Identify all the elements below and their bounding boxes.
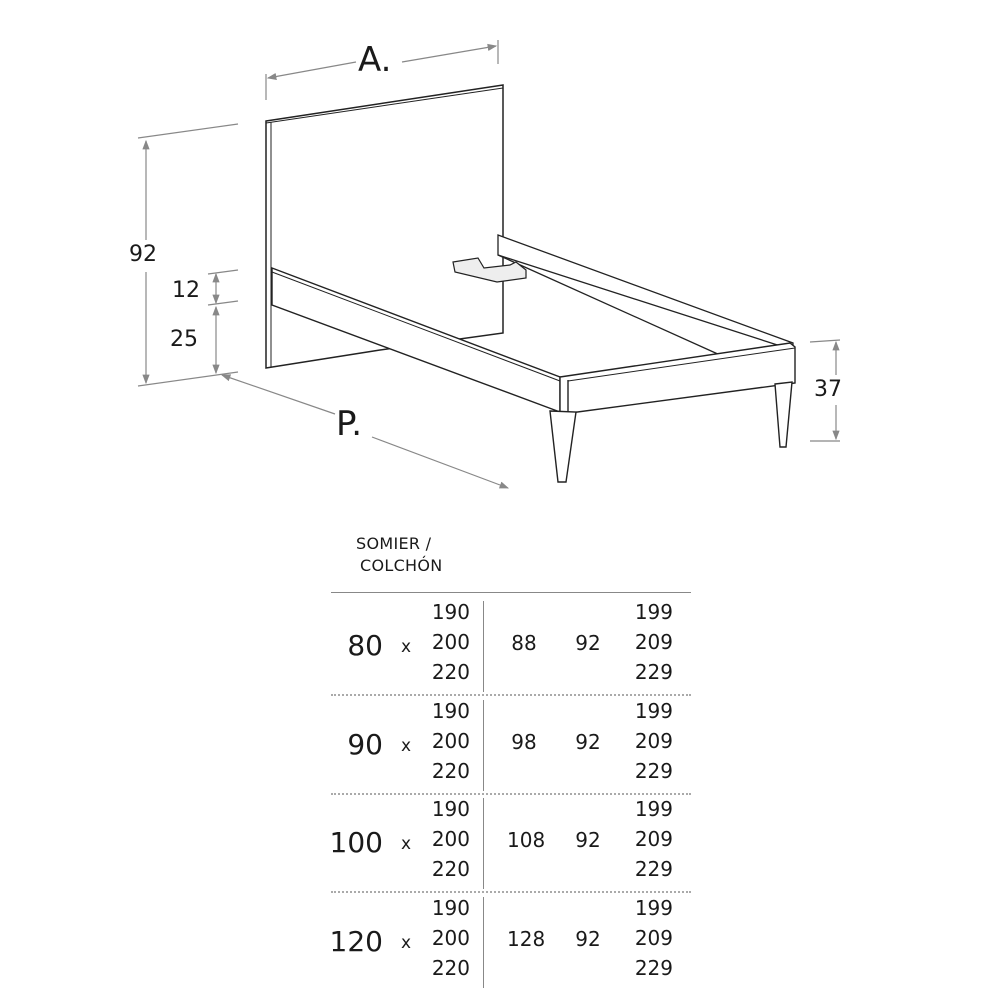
mattress-length: 200: [431, 925, 470, 950]
row-divider: [331, 792, 691, 795]
rail-height-label: 25: [170, 327, 198, 352]
table-top-divider: [331, 592, 691, 593]
mattress-length: 220: [431, 857, 470, 881]
mattress-length: 220: [431, 955, 470, 980]
mattress-length: 200: [431, 728, 470, 753]
mattress-length: 190: [431, 600, 470, 624]
bed-drawing: [137, 40, 841, 489]
times-sign: x: [401, 735, 412, 756]
times-sign: x: [401, 637, 412, 657]
times-sign: x: [401, 932, 412, 953]
mattress-length: 220: [431, 758, 470, 783]
mattress-length: 190: [431, 895, 470, 920]
row-divider: [331, 891, 691, 893]
mattress-length: 220: [431, 660, 470, 684]
mattress-length: 200: [431, 827, 470, 851]
total-height-label: 92: [129, 242, 157, 267]
mattress-length: 190: [431, 797, 470, 821]
mattress-length: 190: [431, 698, 470, 723]
overall-depth: 199: [634, 698, 673, 723]
column-divider: [483, 896, 484, 988]
table-row: 90 x 190 200 220 98 92 199 209 229: [331, 696, 691, 795]
bed-width: 80: [347, 629, 383, 662]
depth-label: P.: [336, 404, 363, 444]
table-header-line1: SOMIER /: [356, 534, 432, 553]
bed-width: 90: [347, 727, 383, 761]
overall-depth: 229: [634, 758, 673, 783]
column-divider: [483, 699, 484, 791]
foot-rail: [559, 342, 796, 414]
overall-depth: 209: [634, 630, 673, 654]
overall-height: 92: [575, 729, 601, 754]
overall-depth: 229: [634, 857, 673, 881]
row-divider: [331, 694, 691, 696]
overall-height: 92: [575, 828, 601, 852]
mattress-length: 200: [431, 630, 470, 654]
table-row: 120 x 190 200 220 128 92 199 209 229: [329, 893, 691, 992]
overall-depth: 209: [634, 827, 673, 851]
overall-depth: 229: [634, 660, 673, 684]
legs: [549, 381, 793, 483]
times-sign: x: [401, 834, 412, 854]
overall-width: 88: [511, 631, 537, 655]
overall-depth: 199: [634, 600, 673, 624]
bed-width: 100: [329, 826, 383, 859]
headboard-gap-label: 12: [172, 278, 200, 303]
overall-depth: 229: [634, 955, 673, 980]
overall-depth: 199: [634, 797, 673, 821]
overall-depth: 209: [634, 728, 673, 753]
table-row: 80 x 190 200 220 88 92 199 209 229: [331, 597, 691, 696]
overall-width: 98: [511, 729, 537, 754]
overall-width: 108: [507, 828, 546, 852]
bracket: [452, 257, 527, 283]
bed-width: 120: [329, 924, 383, 958]
column-divider: [483, 798, 484, 889]
width-label: A.: [358, 40, 392, 80]
dimension-lines: [137, 40, 841, 489]
table-header-line2: COLCHÓN: [360, 556, 443, 575]
overall-depth: 199: [634, 895, 673, 920]
overall-width: 128: [507, 926, 546, 951]
far-side-rail: [497, 234, 794, 356]
table-row: 100 x 190 200 220 108 92 199 209 229: [329, 794, 691, 893]
column-divider: [483, 601, 484, 692]
overall-height: 92: [575, 926, 601, 951]
overall-height: 92: [575, 631, 601, 655]
overall-depth: 209: [634, 925, 673, 950]
leg-height-label: 37: [814, 377, 842, 402]
